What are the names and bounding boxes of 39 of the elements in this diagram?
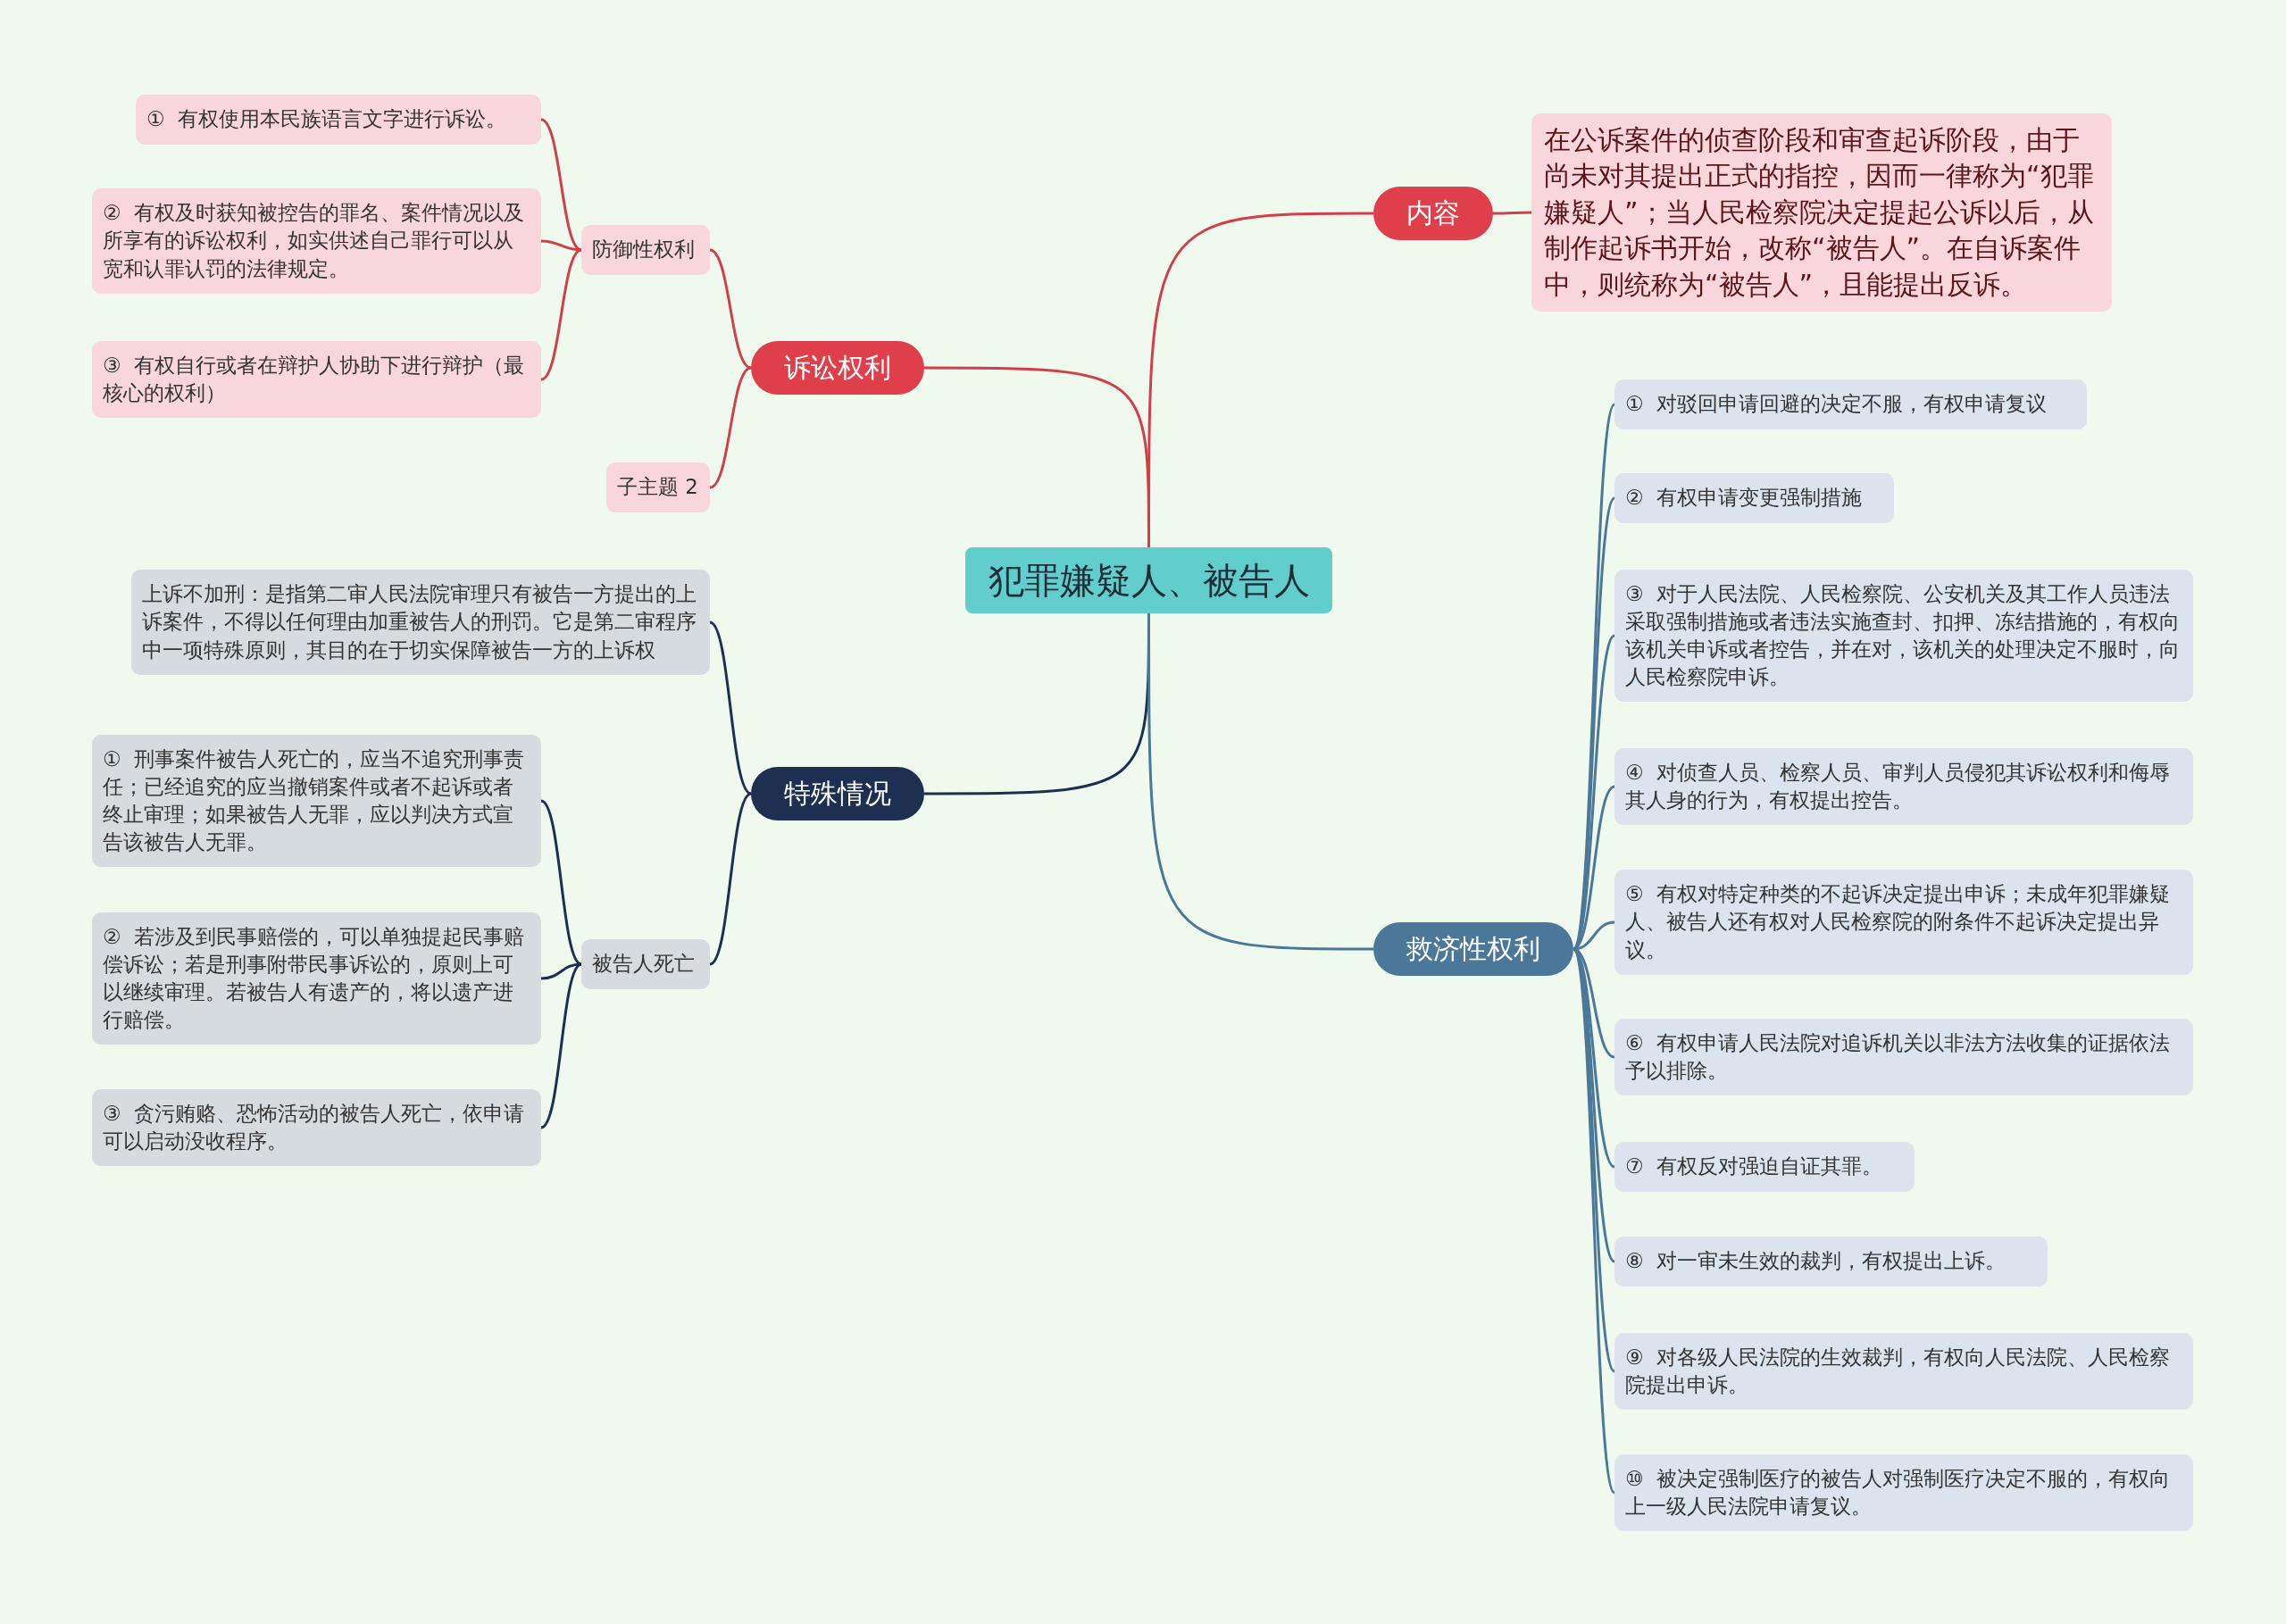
subtopic: ③ 对于人民法院、人民检察院、公安机关及其工作人员违法采取强制措施或者违法实施查封、扣押、冻结措施的，有权向该机关申诉或者控告，并在对，该机关的处理决定不服时，向人民检察院申诉。 xyxy=(1614,569,2193,703)
connector-line xyxy=(1572,948,1616,1494)
subtopic: ③ 贪污贿赂、恐怖活动的被告人死亡，依申请可以启动没收程序。 xyxy=(92,1088,541,1167)
subtopic: 上诉不加刑：是指第二审人民法院审理只有被告一方提出的上诉案件，不得以任何理由加重被告人的刑罚。它是第二审程序中一项特殊原则，其目的在于切实保障被告一方的上诉权 xyxy=(131,570,710,675)
subtopic: ⑩ 被决定强制医疗的被告人对强制医疗决定不服的，有权向上一级人民法院申请复议。 xyxy=(1614,1453,2193,1532)
subtopic: ⑥ 有权申请人民法院对追诉机关以非法方法收集的证据依法予以排除。 xyxy=(1614,1018,2193,1096)
central-topic: 犯罪嫌疑人、被告人 xyxy=(965,547,1332,613)
subtopic: ⑤ 有权对特定种类的不起诉决定提出申诉；未成年犯罪嫌疑人、被告人还有权对人民检察院的附条件不起诉决定提出异议。 xyxy=(1614,870,2193,975)
connector-line xyxy=(924,366,1150,547)
connector-line xyxy=(540,239,582,252)
main-topic: 救济性权利 xyxy=(1373,921,1573,977)
subtopic: ② 有权申请变更强制措施 xyxy=(1614,473,1894,523)
connector-line xyxy=(540,799,582,966)
subtopic: ② 有权及时获知被控告的罪名、案件情况以及所享有的诉讼权利，如实供述自己罪行可以从宽和认罪认罚的法律规定。 xyxy=(92,188,541,294)
subtopic: ② 若涉及到民事赔偿的，可以单独提起民事赔偿诉讼；若是刑事附带民事诉讼的，原则上可以继续审理。若被告人有遗产的，将以遗产进行赔偿。 xyxy=(92,912,541,1045)
subtopic: 被告人死亡 xyxy=(581,939,710,989)
main-topic: 诉讼权利 xyxy=(751,340,924,396)
connector-line xyxy=(1572,497,1616,950)
subtopic: ① 刑事案件被告人死亡的，应当不追究刑事责任；已经追究的应当撤销案件或者不起诉或者终止审理；如果被告人无罪，应以判决方式宣告该被告人无罪。 xyxy=(92,734,541,868)
subtopic: ⑧ 对一审未生效的裁判，有权提出上诉。 xyxy=(1614,1237,2048,1287)
connector-line xyxy=(709,366,752,489)
content-note: 在公诉案件的侦查阶段和审查起诉阶段，由于尚未对其提出正式的指控，因而一律称为“犯罪嫌疑人”；当人民检察院决定提起公诉以后，从制作起诉书开始，改称“被告人”。在自诉案件中，则统称为“被告人”，且能提出反诉。 xyxy=(1531,112,2112,312)
subtopic: 防御性权利 xyxy=(581,225,710,275)
subtopic: ④ 对侦查人员、检察人员、审判人员侵犯其诉讼权利和侮辱其人身的行为，有权提出控告。 xyxy=(1614,747,2193,826)
subtopic: ① 有权使用本民族语言文字进行诉讼。 xyxy=(136,95,541,145)
connector-line xyxy=(1493,211,1531,215)
subtopic: 子主题 2 xyxy=(606,462,710,512)
connector-line xyxy=(709,248,752,370)
subtopic: ⑦ 有权反对强迫自证其罪。 xyxy=(1614,1142,1915,1192)
connector-line xyxy=(709,620,752,795)
connector-line xyxy=(709,792,752,966)
connector-line xyxy=(1147,613,1373,951)
main-topic: 特殊情况 xyxy=(751,766,924,821)
subtopic: ⑨ 对各级人民法院的生效裁判，有权向人民法院、人民检察院提出申诉。 xyxy=(1614,1332,2193,1411)
connector-line xyxy=(540,962,582,1129)
main-topic: 内容 xyxy=(1373,186,1493,241)
subtopic: ③ 有权自行或者在辩护人协助下进行辩护（最核心的权利） xyxy=(92,340,541,419)
connector-line xyxy=(540,248,582,381)
subtopic: ① 对驳回申请回避的决定不服，有权申请复议 xyxy=(1614,379,2087,429)
